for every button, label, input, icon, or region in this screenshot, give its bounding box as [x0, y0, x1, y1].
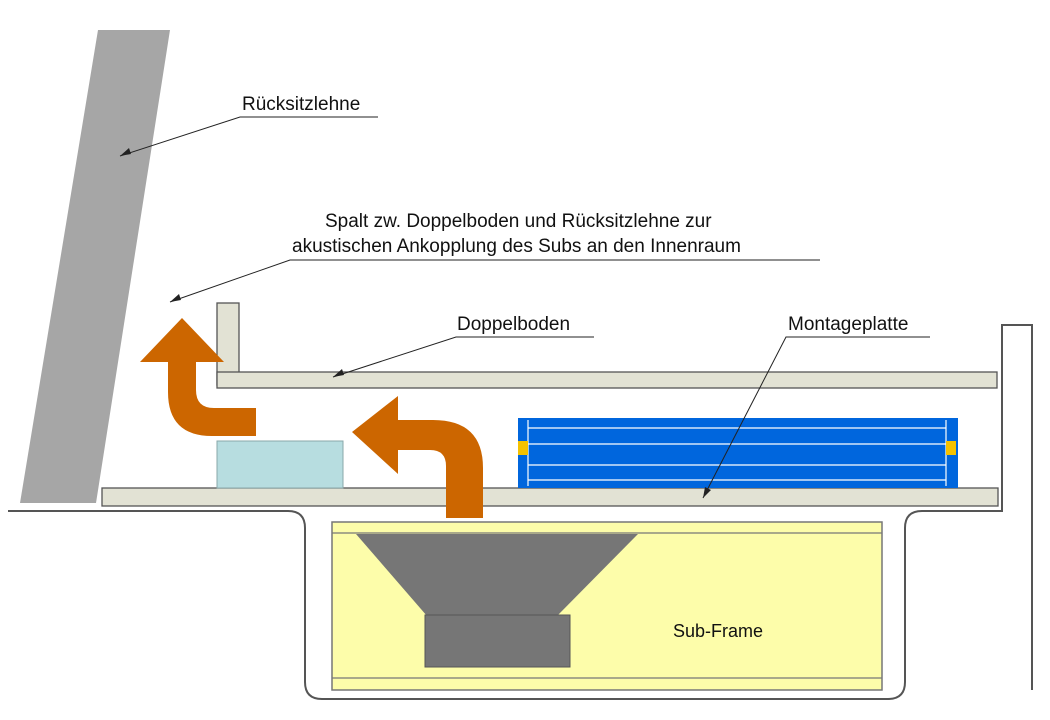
amplifier-terminal-left: [518, 441, 528, 455]
amplifier: [518, 418, 958, 488]
speaker-magnet: [424, 614, 571, 668]
speaker-cone: [356, 534, 638, 616]
arrowhead-icon: [333, 369, 344, 377]
label-double-floor: Doppelboden: [457, 314, 570, 335]
backrest-leader-line: [119, 116, 378, 157]
car-body-outline: [8, 324, 1033, 700]
arrowhead-icon: [120, 148, 131, 156]
label-gap-line1: Spalt zw. Doppelboden und Rücksitzlehne …: [325, 211, 712, 232]
label-backrest: Rücksitzlehne: [242, 94, 360, 115]
gap-leader-line: [169, 259, 820, 303]
label-sub-frame: Sub-Frame: [673, 621, 763, 641]
double-floor: [216, 371, 998, 389]
mounting-plate-leader-line: [702, 336, 930, 499]
mounting-plate: [101, 487, 999, 507]
arrowhead-icon: [703, 487, 711, 498]
label-gap-line2: akustischen Ankopplung des Subs an den I…: [292, 236, 741, 257]
curved-arrow-icon: [352, 396, 483, 518]
curved-arrow-icon: [140, 318, 256, 436]
label-mounting-plate: Montageplatte: [788, 314, 908, 335]
arrowhead-icon: [170, 294, 181, 302]
light-blue-box: [216, 440, 344, 489]
double-floor-leader-line: [332, 336, 594, 378]
amplifier-terminal-right: [946, 441, 956, 455]
rear-seat-backrest: [20, 30, 170, 503]
